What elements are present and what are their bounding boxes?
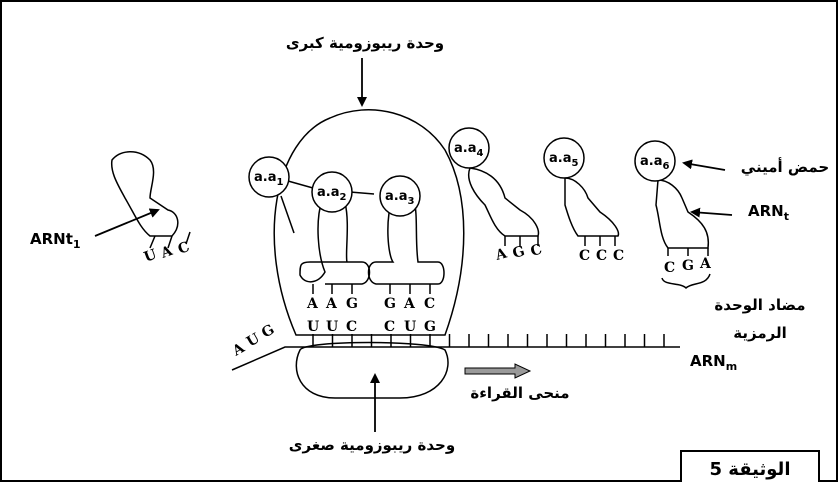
anticodon-a-1: G — [384, 296, 396, 312]
amino-acid-circle-1 — [248, 156, 290, 198]
anticodon-4-2: G — [511, 243, 527, 262]
anticodon-4-3: C — [529, 242, 544, 260]
anticodon-4-1: A — [493, 245, 510, 264]
anticodon-5-3: C — [613, 248, 624, 264]
arrow-trna — [690, 207, 733, 218]
anticodon-letters: U A C A A G G A C A G C C C C C G A — [142, 239, 712, 312]
peptide-bonds — [280, 180, 375, 234]
arrow-trna1 — [94, 208, 160, 237]
codon-a-2: U — [404, 319, 416, 335]
anticodon-6-2: G — [682, 258, 694, 274]
anticodon-free-left-3: C — [176, 239, 192, 258]
codon-p-1: U — [307, 319, 319, 335]
anticodon-free-left-1: U — [142, 247, 159, 266]
amino-acid-circle-5 — [543, 137, 585, 179]
amino-acid-label-2: a.a2 — [317, 185, 346, 203]
codon-p-2: U — [326, 319, 338, 335]
mrna-strand — [231, 334, 680, 371]
codon-start-2: U — [244, 330, 263, 350]
anticodon-6-3: A — [699, 256, 712, 272]
anticodon-6-1: C — [664, 260, 675, 276]
trna-5 — [564, 177, 620, 246]
amino-acid-circle-6 — [634, 140, 676, 182]
anticodon-p-2: A — [325, 296, 338, 312]
amino-acid-label-5: a.a5 — [549, 151, 578, 169]
amino-acid-circles — [248, 127, 676, 217]
label-small-subunit: وحدة ريبوزومية صغرى — [289, 436, 455, 454]
codon-start-1: A — [229, 340, 248, 360]
amino-acid-circle-4 — [448, 127, 490, 169]
trna-4 — [468, 167, 540, 246]
anticodon-a-2: A — [403, 296, 416, 312]
label-mrna: ARNm — [690, 352, 737, 373]
label-reading-direction: منحى القراءة — [470, 384, 569, 402]
amino-acid-label-3: a.a3 — [385, 189, 414, 207]
arrows — [94, 58, 733, 432]
anticodon-5-1: C — [579, 248, 590, 264]
small-ribosomal-subunit — [295, 341, 449, 399]
codon-a-1: C — [384, 319, 395, 335]
anticodon-a-3: C — [424, 296, 435, 312]
anticodon-brace — [661, 273, 711, 290]
label-large-subunit: وحدة ريبوزومية كبرى — [286, 34, 444, 52]
label-anticodon-line2: الرمزية — [733, 324, 786, 342]
label-amino-acid: حمض أميني — [741, 157, 829, 176]
codon-start-3: G — [259, 322, 277, 342]
amino-acid-circle-3 — [379, 175, 421, 217]
anticodon-p-1: A — [306, 296, 319, 312]
anticodon-free-left-2: A — [158, 243, 176, 262]
amino-acid-circle-2 — [311, 171, 353, 213]
amino-acid-label-4: a.a4 — [454, 141, 483, 159]
amino-acid-label-6: a.a6 — [640, 154, 669, 172]
label-trna1: ARNt1 — [30, 230, 81, 251]
codon-a-3: G — [424, 319, 436, 335]
document-label: الوثيقة 5 — [680, 450, 820, 482]
arrow-amino-acid — [682, 159, 726, 171]
reading-direction-arrow — [464, 363, 532, 379]
trna-free-left — [110, 151, 191, 249]
label-anticodon-line1: مضاد الوحدة — [714, 296, 805, 314]
anticodon-p-3: G — [346, 296, 358, 312]
anticodon-5-2: C — [596, 248, 607, 264]
large-ribosomal-subunit — [273, 109, 465, 336]
amino-acid-labels: a.a1 a.a2 a.a3 a.a4 a.a5 a.a6 — [254, 141, 669, 207]
label-trna: ARNt — [748, 202, 789, 223]
trna-6 — [655, 179, 710, 256]
codon-p-3: C — [346, 319, 357, 335]
amino-acid-label-1: a.a1 — [254, 170, 283, 188]
